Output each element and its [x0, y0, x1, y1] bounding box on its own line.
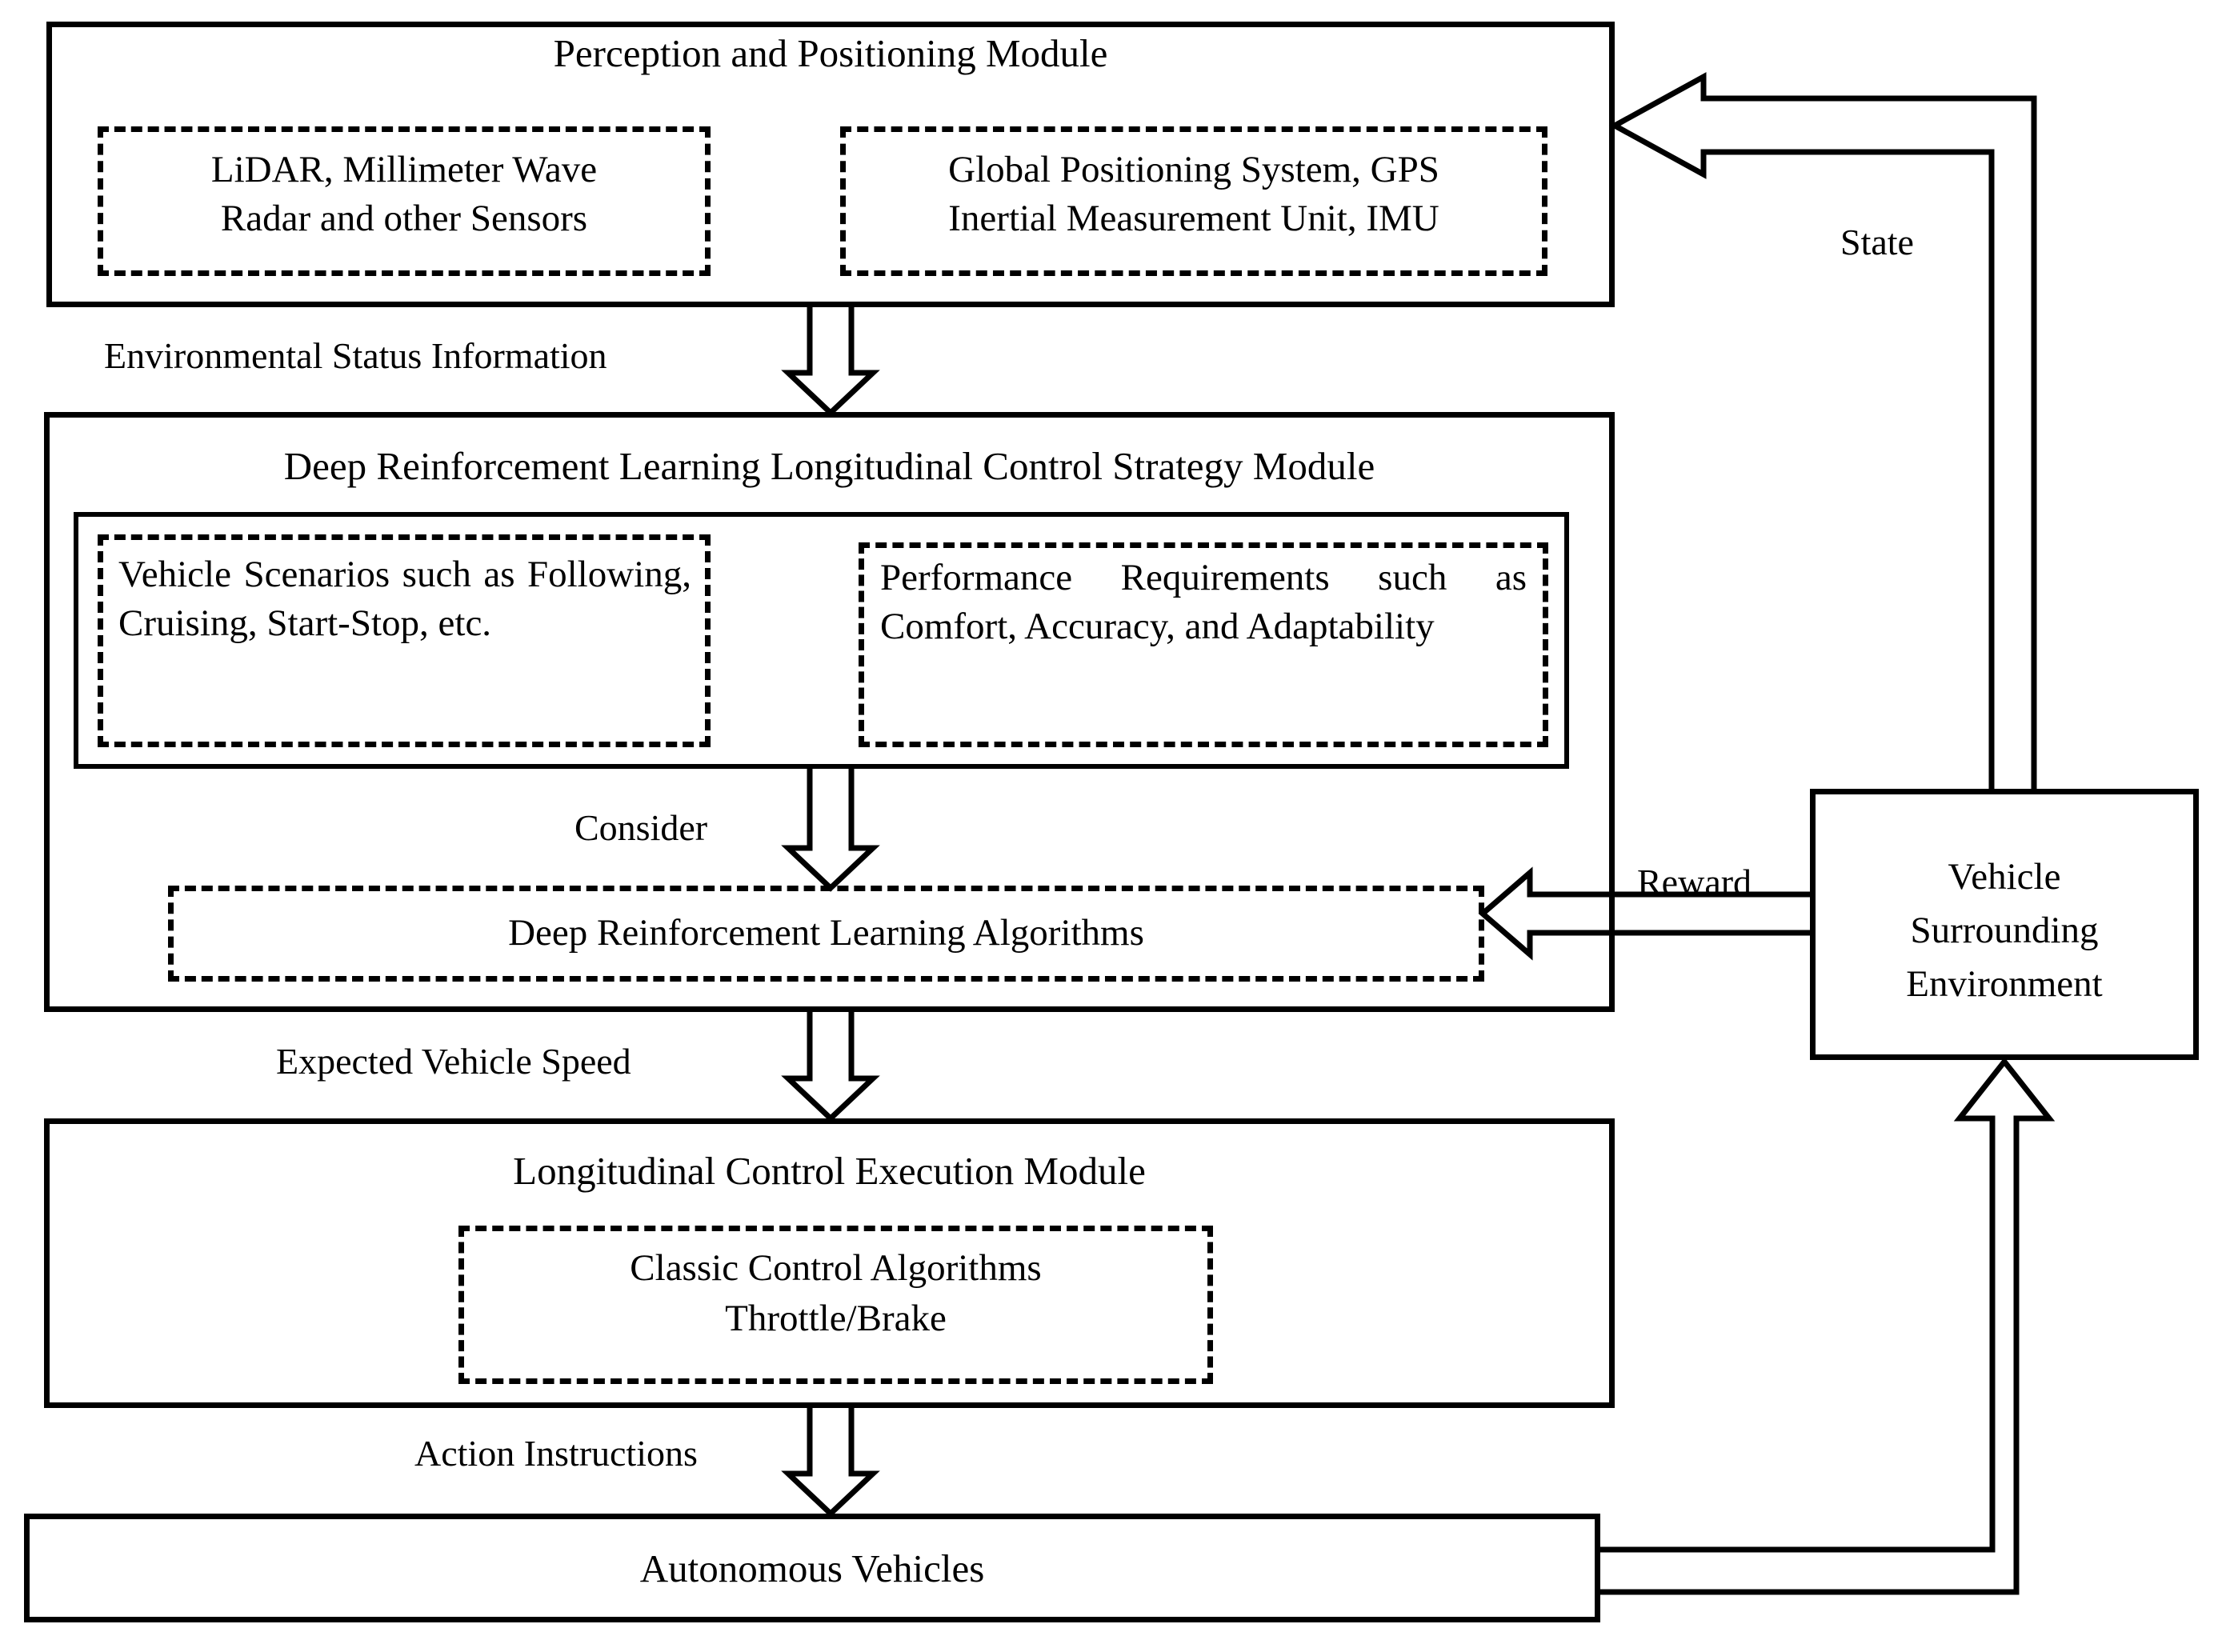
execution-module-title: Longitudinal Control Execution Module — [513, 1149, 1146, 1193]
performance-requirements-text: Performance Requirements such as Comfort… — [880, 557, 1527, 648]
label-state: State — [1840, 222, 1914, 262]
sensors-text-line2: Radar and other Sensors — [220, 198, 588, 239]
positioning-text-line1: Global Positioning System, GPS — [948, 149, 1439, 190]
sensors-text-line1: LiDAR, Millimeter Wave — [210, 149, 598, 190]
label-consider: Consider — [575, 807, 708, 848]
vehicle-scenarios-text: Vehicle Scenarios such as Following, Cru… — [118, 554, 691, 645]
classic-control-text-line2: Throttle/Brake — [725, 1298, 947, 1339]
drl-algorithms-text: Deep Reinforcement Learning Algorithms — [508, 912, 1144, 954]
environment-label-line2: Surrounding — [1910, 910, 2099, 951]
arrow-vehicles-to-environment — [1600, 1057, 2056, 1595]
label-environmental-status: Environmental Status Information — [104, 335, 607, 376]
arrow-action-instructions — [781, 1408, 880, 1518]
classic-control-dashed-box — [458, 1226, 1213, 1384]
label-expected-speed: Expected Vehicle Speed — [276, 1041, 631, 1082]
strategy-module-title: Deep Reinforcement Learning Longitudinal… — [283, 444, 1375, 488]
environment-label-line1: Vehicle — [1948, 856, 2061, 898]
perception-module-title: Perception and Positioning Module — [553, 31, 1108, 75]
positioning-text-line2: Inertial Measurement Unit, IMU — [948, 198, 1439, 239]
classic-control-text-line1: Classic Control Algorithms — [630, 1247, 1042, 1289]
autonomous-vehicles-label: Autonomous Vehicles — [639, 1546, 985, 1590]
performance-requirements-dashed-box — [859, 542, 1548, 747]
strategy-requirements-container — [74, 512, 1569, 769]
label-reward: Reward — [1637, 862, 1752, 902]
positioning-dashed-box — [840, 126, 1547, 276]
arrow-perception-to-strategy — [781, 307, 880, 417]
vehicle-scenarios-dashed-box — [98, 534, 711, 747]
arrow-expected-vehicle-speed — [781, 1012, 880, 1122]
label-action-instructions: Action Instructions — [414, 1433, 698, 1474]
sensors-dashed-box — [98, 126, 711, 276]
arrow-state — [1608, 72, 2037, 789]
environment-label-line3: Environment — [1906, 963, 2103, 1005]
